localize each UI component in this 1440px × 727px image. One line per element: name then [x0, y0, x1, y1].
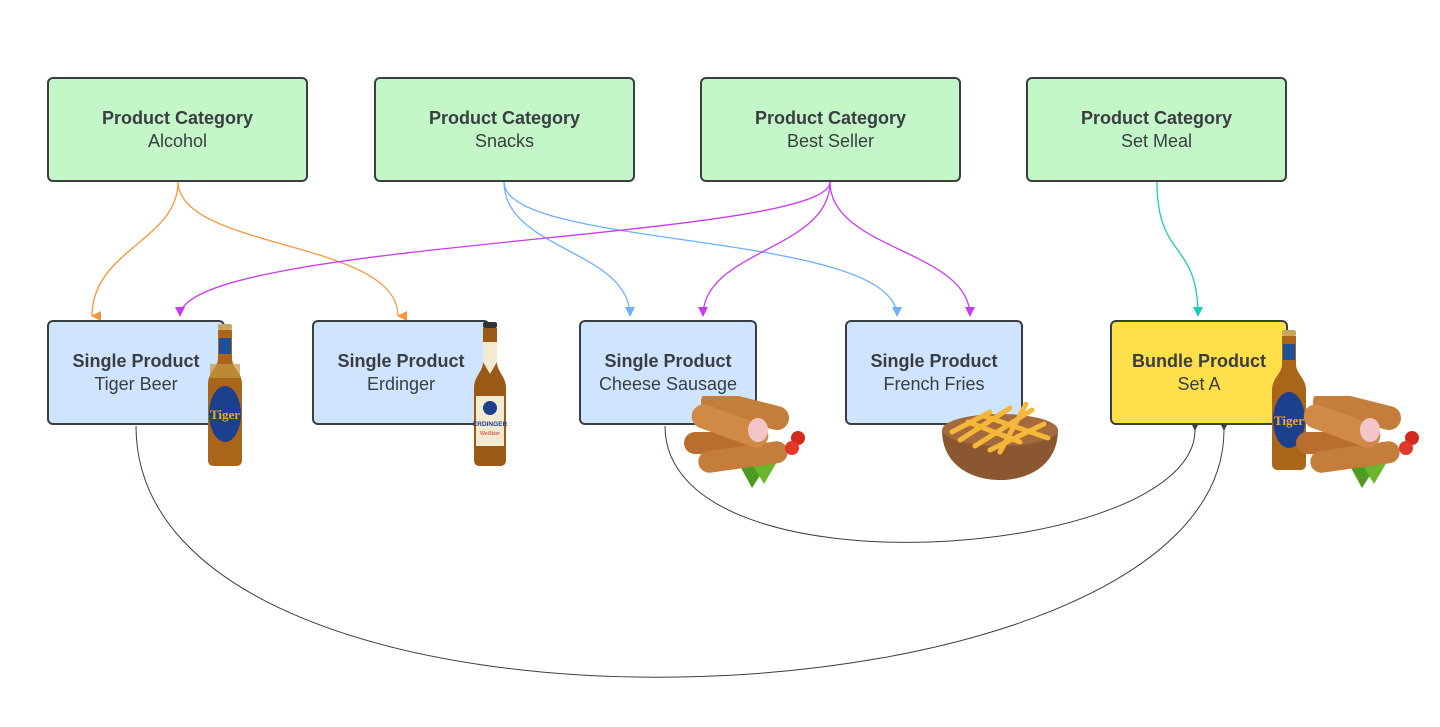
node-title: Single Product: [870, 350, 998, 371]
svg-text:Tiger: Tiger: [210, 407, 240, 422]
product-node-erdinger[interactable]: Single Product Erdinger: [312, 320, 490, 425]
edge-setmeal-set-a[interactable]: [1156, 181, 1203, 317]
edge-bestseller-cheese-sausage[interactable]: [698, 181, 831, 317]
set-a-tiger-beer-image: Tiger: [1272, 330, 1306, 470]
node-label: Alcohol: [147, 130, 208, 151]
node-label: Cheese Sausage: [598, 373, 738, 394]
category-node-snacks[interactable]: Product Category Snacks: [374, 77, 635, 182]
edge-alcohol-tiger-beer[interactable]: [91, 181, 179, 322]
node-title: Product Category: [1080, 107, 1233, 128]
node-label: Set A: [1177, 373, 1221, 394]
node-title: Bundle Product: [1132, 350, 1266, 371]
node-label: Set Meal: [1120, 130, 1193, 151]
edge-tiger-beer-set-a[interactable]: [135, 421, 1229, 678]
svg-text:ERDINGER: ERDINGER: [473, 421, 508, 428]
cheese-sausage-image: [684, 396, 805, 488]
category-node-set-meal[interactable]: Product Category Set Meal: [1026, 77, 1287, 182]
node-title: Single Product: [72, 350, 200, 371]
erdinger-beer-bottle-image: ERDINGER Weißbier: [473, 322, 508, 466]
category-node-best-seller[interactable]: Product Category Best Seller: [700, 77, 961, 182]
node-label: French Fries: [883, 373, 985, 394]
node-title: Single Product: [337, 350, 465, 371]
edge-alcohol-erdinger[interactable]: [177, 181, 408, 321]
product-node-french-fries[interactable]: Single Product French Fries: [845, 320, 1023, 425]
french-fries-image: [942, 402, 1058, 480]
product-node-set-a[interactable]: Bundle Product Set A: [1110, 320, 1288, 425]
edge-snacks-cheese-sausage[interactable]: [503, 181, 635, 317]
node-label: Snacks: [474, 130, 535, 151]
edge-cheese-sausage-set-a[interactable]: [664, 421, 1200, 543]
product-node-tiger-beer[interactable]: Single Product Tiger Beer: [47, 320, 225, 425]
node-title: Product Category: [754, 107, 907, 128]
node-label: Erdinger: [366, 373, 436, 394]
edge-snacks-french-fries[interactable]: [503, 181, 902, 317]
node-title: Product Category: [428, 107, 581, 128]
svg-text:Tiger: Tiger: [1274, 413, 1304, 428]
svg-text:Weißbier: Weißbier: [480, 431, 500, 437]
category-node-alcohol[interactable]: Product Category Alcohol: [47, 77, 308, 182]
edge-bestseller-tiger-beer[interactable]: [175, 181, 831, 317]
edge-bestseller-french-fries[interactable]: [829, 181, 975, 317]
node-title: Single Product: [604, 350, 732, 371]
tiger-beer-bottle-image: Tiger: [208, 324, 242, 466]
node-label: Best Seller: [786, 130, 875, 151]
node-label: Tiger Beer: [94, 373, 178, 394]
set-a-sausage-image: [1296, 396, 1419, 488]
node-title: Product Category: [101, 107, 254, 128]
